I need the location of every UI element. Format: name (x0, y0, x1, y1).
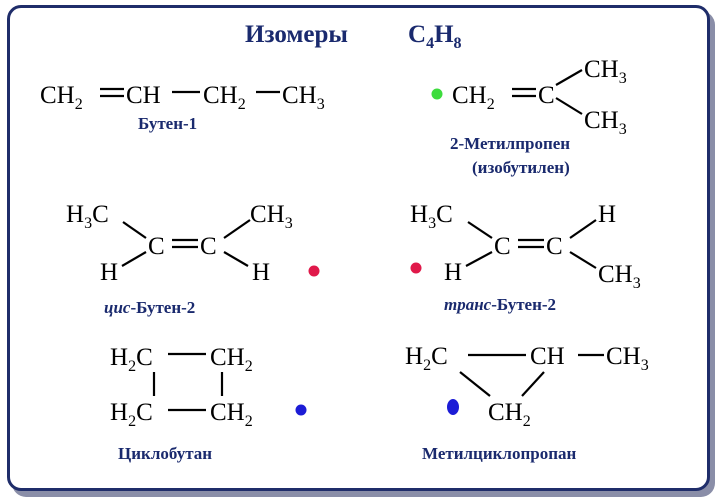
diagram-frame (7, 5, 710, 491)
atom-ch: CH (126, 82, 161, 109)
name-isobutylene: (изобутилен) (472, 158, 570, 177)
single-bond (569, 251, 597, 269)
single-bond (555, 97, 583, 115)
red-dot (308, 265, 320, 277)
single-bond (467, 221, 493, 239)
atom-h: H (444, 259, 462, 286)
svg-text:C4H8: C4H8 (408, 21, 462, 52)
atom-ch2: CH2 (210, 399, 253, 430)
trans-butene-2-structure: H3C H C C H CH3 транс-Бутен-2 (410, 201, 641, 314)
single-bond (223, 251, 249, 267)
single-bond (555, 69, 583, 86)
butene-1-structure: CH2 CH CH2 CH3 Бутен-1 (40, 82, 325, 133)
atom-h2c: H2C (405, 343, 448, 374)
name-cyclobutane: Циклобутан (118, 444, 212, 463)
title: Изомеры C4H8 (245, 21, 462, 52)
name-methylpropene: 2-Метилпропен (450, 134, 570, 153)
atom-ch3: CH3 (606, 343, 649, 374)
atom-c: C (546, 233, 563, 260)
methylcyclopropane-structure: H2C CH CH3 CH2 Метилциклопропан (405, 343, 649, 463)
atom-c: C (200, 233, 217, 260)
blue-dot (447, 399, 459, 415)
name-trans-butene-2: транс-Бутен-2 (444, 295, 556, 314)
cis-butene-2-structure: H3C H C C CH3 H цис-Бутен-2 (66, 201, 320, 317)
atom-h2c: H2C (110, 344, 153, 375)
title-text: Изомеры (245, 21, 348, 48)
green-dot (431, 88, 443, 100)
blue-dot (295, 404, 307, 416)
atom-h: H (252, 259, 270, 286)
atom-h2c: H2C (110, 399, 153, 430)
atom-ch2: CH2 (452, 82, 495, 113)
atom-c: C (494, 233, 511, 260)
atom-ch2: CH2 (40, 82, 83, 113)
atom-ch2: CH2 (488, 399, 531, 430)
atom-ch3: CH3 (250, 201, 293, 232)
single-bond (465, 251, 493, 267)
single-bond (569, 219, 597, 239)
atom-h3c: H3C (66, 201, 109, 232)
atom-ch3: CH3 (598, 261, 641, 292)
name-cis-butene-2: цис-Бутен-2 (104, 298, 195, 317)
methylpropene-structure: CH2 C CH3 CH3 2-Метилпропен (изобутилен) (431, 56, 627, 177)
atom-ch3: CH3 (584, 107, 627, 138)
single-bond (521, 371, 545, 397)
atom-h: H (598, 201, 616, 228)
atom-c: C (148, 233, 165, 260)
atom-c: C (538, 82, 555, 109)
atom-h3c: H3C (410, 201, 453, 232)
name-butene-1: Бутен-1 (138, 114, 197, 133)
atom-ch2: CH2 (203, 82, 246, 113)
single-bond (121, 251, 147, 267)
atom-ch2: CH2 (210, 344, 253, 375)
single-bond (122, 221, 147, 239)
atom-h: H (100, 259, 118, 286)
single-bond (459, 371, 491, 397)
red-dot (410, 262, 422, 274)
single-bond (223, 219, 251, 239)
cyclobutane-structure: H2C CH2 H2C CH2 Циклобутан (110, 344, 307, 463)
name-methylcyclopropane: Метилциклопропан (422, 444, 577, 463)
atom-ch3: CH3 (584, 56, 627, 87)
atom-ch: CH (530, 343, 565, 370)
atom-ch3: CH3 (282, 82, 325, 113)
